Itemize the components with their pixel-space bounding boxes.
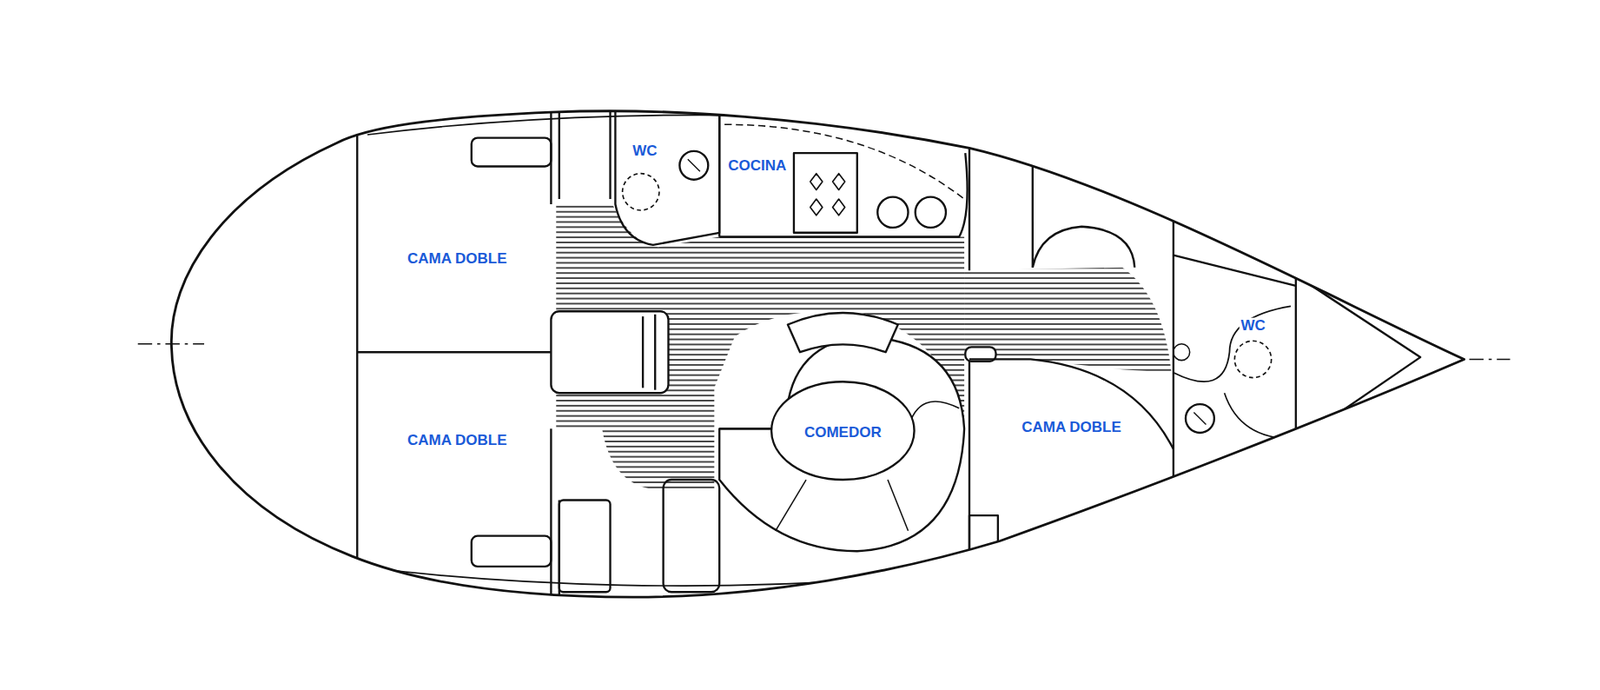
room-label: CAMA DOBLE — [405, 251, 510, 268]
room-label: CAMA DOBLE — [1019, 419, 1124, 437]
room-label: WC — [1238, 317, 1267, 334]
room-label: COCINA — [726, 158, 788, 175]
room-label: CAMA DOBLE — [405, 432, 510, 450]
room-label: WC — [630, 143, 659, 160]
room-label: COMEDOR — [802, 424, 884, 442]
